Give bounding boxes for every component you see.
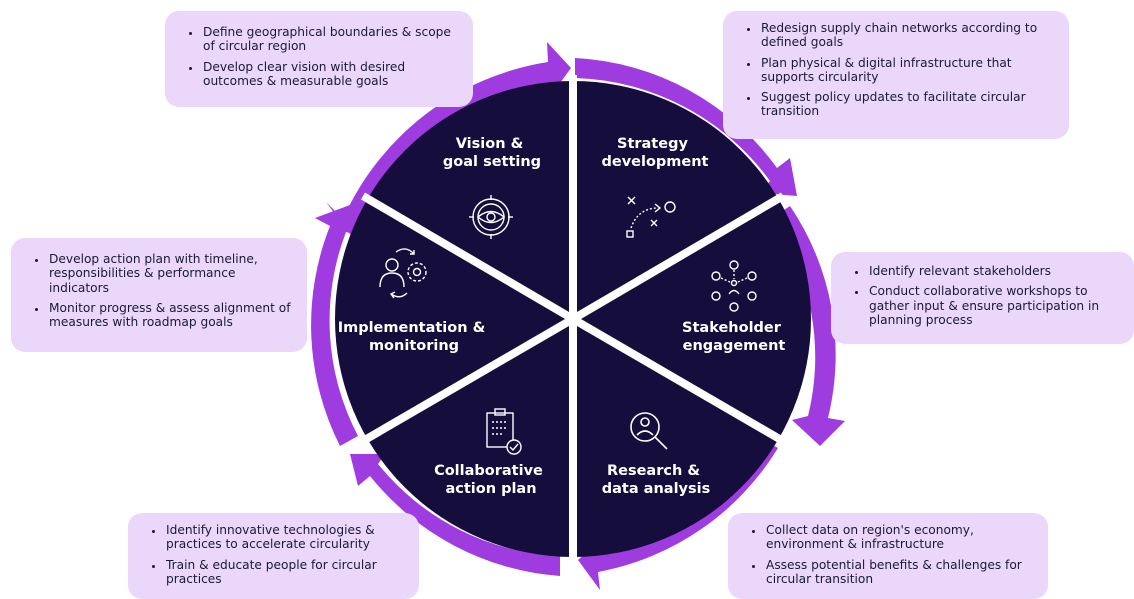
strategy-title-line-1: Strategy <box>617 136 688 152</box>
segment-title-stake: Stakeholder engagement <box>682 320 786 354</box>
segment-title-strategy: Strategy development <box>601 136 708 170</box>
impl-title-line-1: Implementation & <box>338 320 486 336</box>
callout-collaborative: Identify innovative technologies & pract… <box>128 513 419 599</box>
research-title-line-1: Research & <box>607 463 700 479</box>
callout-collab-item: Identify innovative technologies & pract… <box>164 523 405 552</box>
callout-impl-item: Monitor progress & assess alignment of m… <box>47 301 293 330</box>
vision-title-line-1: Vision & <box>456 136 524 152</box>
arrow-collab-to-impl <box>350 454 560 576</box>
arrow-research-to-collab <box>578 438 778 590</box>
callout-vision: Define geographical boundaries & scope o… <box>165 11 473 107</box>
eye-target-icon <box>469 195 513 239</box>
wheel-segments <box>335 75 811 563</box>
network-people-icon <box>711 260 757 312</box>
strategy-play-icon <box>626 196 676 238</box>
callout-stakeholder: Identify relevant stakeholders Conduct c… <box>831 252 1134 344</box>
callout-impl-item: Develop action plan with timeline, respo… <box>47 252 293 295</box>
callout-stake-item: Identify relevant stakeholders <box>867 264 1120 278</box>
person-gear-cycle-icon <box>379 248 427 299</box>
callout-strategy: Redesign supply chain networks according… <box>723 11 1069 139</box>
callout-research: Collect data on region's economy, enviro… <box>728 513 1048 599</box>
callout-vision-item: Define geographical boundaries & scope o… <box>201 25 459 54</box>
stake-title-line-1: Stakeholder <box>682 320 782 336</box>
callout-collab-item: Train & educate people for circular prac… <box>164 558 405 587</box>
callout-strategy-item: Redesign supply chain networks according… <box>759 21 1055 50</box>
callout-research-item: Assess potential benefits & challenges f… <box>764 558 1034 587</box>
segment-title-vision: Vision & goal setting <box>443 136 541 170</box>
arrow-impl-to-vision <box>311 205 360 446</box>
callout-strategy-item: Suggest policy updates to facilitate cir… <box>759 90 1055 119</box>
arrow-strategy-to-stake <box>575 58 797 196</box>
stake-title-line-2: engagement <box>683 338 786 354</box>
segment-title-impl: Implementation & monitoring <box>338 320 491 354</box>
segment-title-collab: Collaborative action plan <box>434 463 548 497</box>
segment-title-research: Research & data analysis <box>602 463 710 497</box>
segment-dividers <box>360 75 786 563</box>
arrow-stake-to-research <box>772 206 845 446</box>
callout-research-item: Collect data on region's economy, enviro… <box>764 523 1034 552</box>
collab-title-line-1: Collaborative <box>434 463 543 479</box>
collab-title-line-2: action plan <box>445 481 536 497</box>
callout-implementation: Develop action plan with timeline, respo… <box>11 238 307 352</box>
strategy-title-line-2: development <box>601 154 708 170</box>
callout-strategy-item: Plan physical & digital infrastructure t… <box>759 56 1055 85</box>
callout-stake-item: Conduct collaborative workshops to gathe… <box>867 284 1120 327</box>
impl-title-line-2: monitoring <box>369 338 459 354</box>
clipboard-check-icon <box>486 408 522 455</box>
callout-vision-item: Develop clear vision with desired outcom… <box>201 60 459 89</box>
research-title-line-2: data analysis <box>602 481 710 497</box>
vision-title-line-2: goal setting <box>443 154 541 170</box>
magnifier-person-icon <box>630 412 668 450</box>
